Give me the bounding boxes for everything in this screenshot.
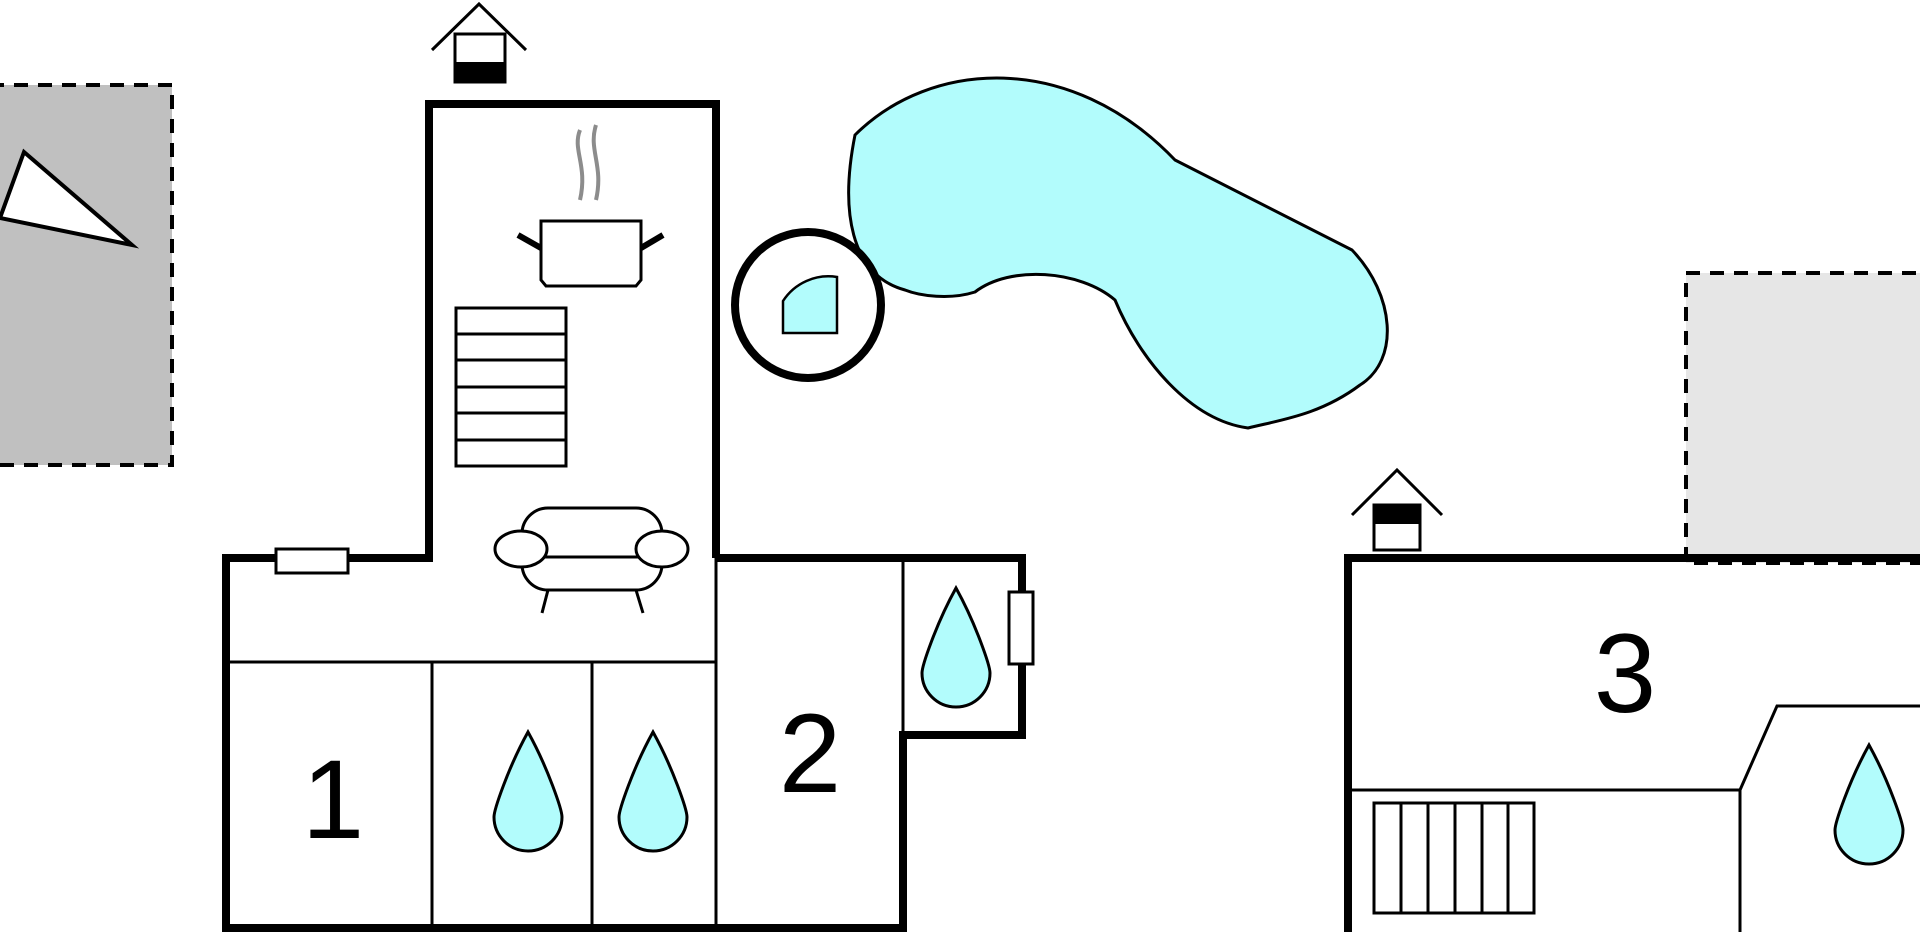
house-entrance-icon: [430, 1, 528, 84]
bathroom-drop-icon: [920, 584, 992, 709]
main-building: [222, 100, 1026, 932]
terrace-icon: [0, 83, 174, 467]
bathroom-drop-icon: [617, 728, 689, 853]
room-label-1: 1: [302, 737, 364, 862]
radiator-icon: [1007, 590, 1035, 666]
kitchen-pot-icon: [516, 124, 665, 288]
staircase-icon: [454, 306, 568, 468]
terrace-left: [0, 83, 174, 467]
bathroom-drop-icon: [1833, 741, 1905, 866]
window-icon: [274, 547, 350, 575]
hot-tub-icon: [731, 228, 885, 382]
bathroom-drop-icon: [492, 728, 564, 853]
pool-icon: [847, 76, 1389, 430]
room-label-3: 3: [1594, 611, 1656, 736]
annex-outline: [1344, 554, 1920, 932]
building-outline: [222, 100, 1026, 932]
house-entrance-icon: [1350, 467, 1444, 552]
sofa-icon: [493, 506, 690, 614]
staircase-icon: [1372, 801, 1536, 915]
room-label-2: 2: [779, 691, 841, 816]
annex-building: [1344, 554, 1920, 932]
parasol-icon: [0, 148, 140, 249]
terrace-right: [1684, 271, 1920, 565]
